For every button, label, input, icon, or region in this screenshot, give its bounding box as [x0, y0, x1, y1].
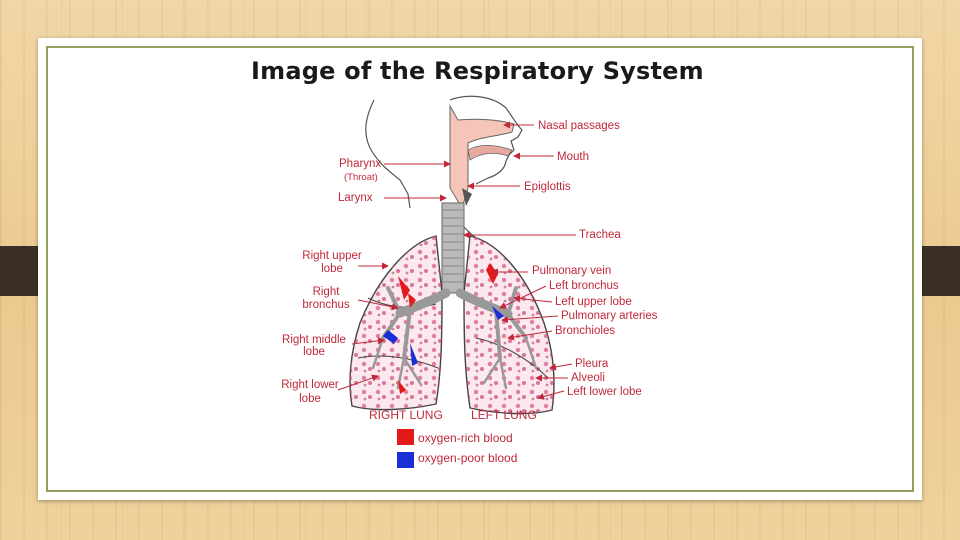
label-right-middle-lobe-2: lobe [303, 346, 325, 358]
label-right-middle-lobe-1: Right middle [282, 334, 346, 346]
label-left-lung: LEFT LUNG [471, 408, 537, 422]
label-left-lower-lobe: Left lower lobe [567, 386, 642, 398]
left-lung [463, 235, 555, 415]
label-epiglottis: Epiglottis [524, 181, 571, 193]
label-larynx: Larynx [338, 192, 373, 204]
label-pleura: Pleura [575, 358, 609, 370]
label-nasal-passages: Nasal passages [538, 120, 620, 132]
slide-title: Image of the Respiratory System [251, 57, 704, 85]
diagram-labels: Nasal passages Mouth Pharynx (Throat) La… [281, 120, 658, 422]
legend-swatch-oxygen-poor [397, 452, 414, 468]
slide-frame [46, 46, 914, 492]
trachea-shape [441, 202, 465, 294]
slide-card: Image of the Respiratory System [38, 38, 922, 500]
label-left-upper-lobe: Left upper lobe [555, 296, 632, 308]
legend-swatch-oxygen-rich [397, 429, 414, 445]
upper-airway [449, 104, 515, 210]
label-right-bronchus-1: Right [313, 286, 341, 298]
label-right-bronchus-2: bronchus [302, 299, 350, 311]
label-mouth: Mouth [557, 151, 589, 163]
label-pharynx: Pharynx [339, 158, 381, 170]
label-left-bronchus: Left bronchus [549, 280, 619, 292]
label-trachea: Trachea [579, 229, 621, 241]
leader-lines [337, 121, 576, 400]
label-right-upper-lobe-1: Right upper [302, 250, 362, 262]
legend-label-oxygen-poor: oxygen-poor blood [418, 451, 517, 465]
label-pulmonary-vein: Pulmonary vein [532, 265, 611, 277]
label-pulmonary-arteries: Pulmonary arteries [561, 310, 658, 322]
label-alveoli: Alveoli [571, 372, 605, 384]
respiratory-diagram: Nasal passages Mouth Pharynx (Throat) La… [281, 95, 658, 468]
label-bronchioles: Bronchioles [555, 325, 615, 337]
label-right-lower-lobe-2: lobe [299, 393, 321, 405]
label-right-lower-lobe-1: Right lower [281, 379, 339, 391]
legend: oxygen-rich blood oxygen-poor blood [397, 429, 517, 468]
right-lung [349, 235, 443, 411]
legend-label-oxygen-rich: oxygen-rich blood [418, 431, 513, 445]
label-right-upper-lobe-2: lobe [321, 263, 343, 275]
label-throat: (Throat) [344, 172, 378, 183]
bronchi [371, 286, 538, 390]
label-right-lung: RIGHT LUNG [369, 408, 443, 422]
